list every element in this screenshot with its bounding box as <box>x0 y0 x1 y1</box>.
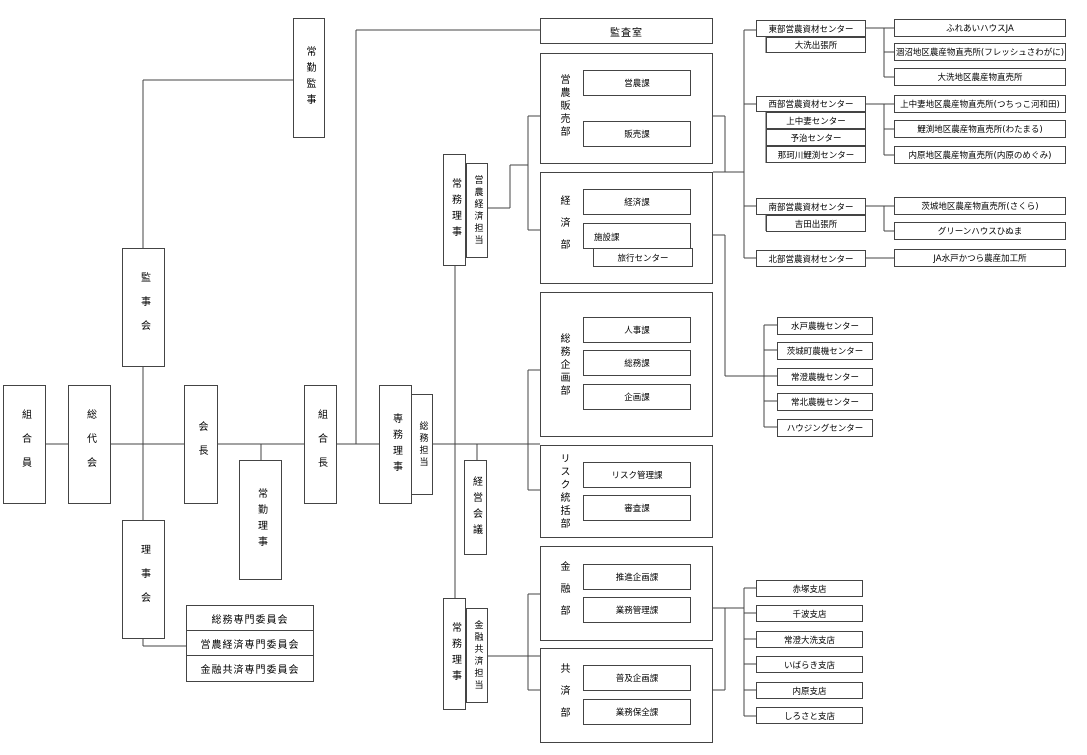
auditors-board-box: 監事会 <box>122 248 165 367</box>
agri-center-ibaraki: 茨城町農機センター <box>777 342 873 360</box>
dept-insurance-label: 共済部 <box>558 663 569 729</box>
branch-akatsuka: 赤塚支店 <box>756 580 863 597</box>
section-kikaku: 企画課 <box>583 384 691 410</box>
dept-planning-label: 総務企画部 <box>558 332 569 398</box>
dept-sales-label: 営農販売部 <box>558 73 569 139</box>
branch-tsunezumi-oarai: 常澄大洗支店 <box>756 631 863 648</box>
fulltime-auditor-box: 常勤監事 <box>293 18 325 138</box>
board-box: 理事会 <box>122 520 165 639</box>
stand-koibuchi: 鯉渕地区農産物直売所(わたまる) <box>894 120 1066 138</box>
dept-finance-label: 金融部 <box>558 561 569 627</box>
sub-nakagawa: 那珂川鯉渕センター <box>766 146 866 163</box>
committee-finance: 金融共済専門委員会 <box>186 655 314 682</box>
exec-director-main-box: 専務理事 <box>379 385 412 504</box>
center-west: 西部営農資材センター <box>756 96 866 112</box>
center-south: 南部営農資材センター <box>756 198 866 215</box>
housing-center: ハウジングセンター <box>777 419 873 437</box>
section-somu: 総務課 <box>583 350 691 376</box>
section-travel: 旅行センター <box>593 248 693 267</box>
branch-ibaraki: いばらき支店 <box>756 656 863 673</box>
section-shisetsu: 施設課 <box>583 223 691 249</box>
sub-yoji: 予治センター <box>766 129 866 146</box>
sub-oarai: 大洗出張所 <box>766 37 866 53</box>
president-box: 組合長 <box>304 385 337 504</box>
sub-kaminaka: 上中妻センター <box>766 112 866 129</box>
chairman-box: 会長 <box>184 385 218 504</box>
stand-kaminaka: 上中妻地区農産物直売所(つちっこ河和田) <box>894 95 1066 113</box>
agri-center-mito: 水戸農機センター <box>777 317 873 335</box>
agri-center-johoku: 常北農機センター <box>777 393 873 411</box>
fulltime-director-box: 常勤理事 <box>239 460 282 580</box>
section-jinji: 人事課 <box>583 317 691 343</box>
exec-director-agri-box: 常務理事 <box>443 154 466 266</box>
section-keizai: 経済課 <box>583 189 691 215</box>
section-risk: リスク管理課 <box>583 462 691 488</box>
delegates-box: 総代会 <box>68 385 111 504</box>
section-hozen: 業務保全課 <box>583 699 691 725</box>
stand-katsura: JA水戸かつら農産加工所 <box>894 249 1066 267</box>
stand-oarai: 大洗地区農産物直売所 <box>894 68 1066 86</box>
audit-office-box: 監査室 <box>540 18 713 44</box>
general-affairs-box: 総務担当 <box>411 394 433 495</box>
section-eino: 営農課 <box>583 70 691 96</box>
members-box: 組合員 <box>3 385 46 504</box>
branch-senba: 千波支店 <box>756 605 863 622</box>
stand-fureai: ふれあいハウスJA <box>894 19 1066 37</box>
agri-econ-box: 営農経済担当 <box>466 163 488 258</box>
branch-uchihara: 内原支店 <box>756 682 863 699</box>
committee-agri: 営農経済専門委員会 <box>186 630 314 656</box>
section-suishin: 推進企画課 <box>583 564 691 590</box>
exec-director-fin-box: 常務理事 <box>443 598 466 710</box>
section-hanbai: 販売課 <box>583 121 691 147</box>
center-north: 北部営農資材センター <box>756 250 866 267</box>
center-east: 東部営農資材センター <box>756 20 866 37</box>
stand-uchihara: 内原地区農産物直売所(内原のめぐみ) <box>894 146 1066 164</box>
sub-yoshida: 吉田出張所 <box>766 215 866 232</box>
stand-ibaraki: 茨城地区農産物直売所(さくら) <box>894 197 1066 215</box>
dept-risk-label: リスク統括部 <box>558 453 569 531</box>
section-fukyu: 普及企画課 <box>583 665 691 691</box>
section-shinsa: 審査課 <box>583 495 691 521</box>
dept-finance <box>540 546 713 641</box>
dept-risk <box>540 445 713 538</box>
committee-general: 総務専門委員会 <box>186 605 314 631</box>
dept-economy-label: 経済部 <box>558 194 569 261</box>
mgmt-meeting-box: 経営会議 <box>464 460 487 555</box>
stand-hinuma: 涸沼地区農産物直売所(フレッシュさわがに) <box>894 43 1066 61</box>
stand-greenhouse: グリーンハウスひぬま <box>894 222 1066 240</box>
dept-insurance <box>540 648 713 743</box>
agri-center-tsunezumi: 常澄農機センター <box>777 368 873 386</box>
section-gyomu-kanri: 業務管理課 <box>583 597 691 623</box>
branch-shirosato: しろさと支店 <box>756 707 863 724</box>
fin-ins-box: 金融共済担当 <box>466 608 488 703</box>
